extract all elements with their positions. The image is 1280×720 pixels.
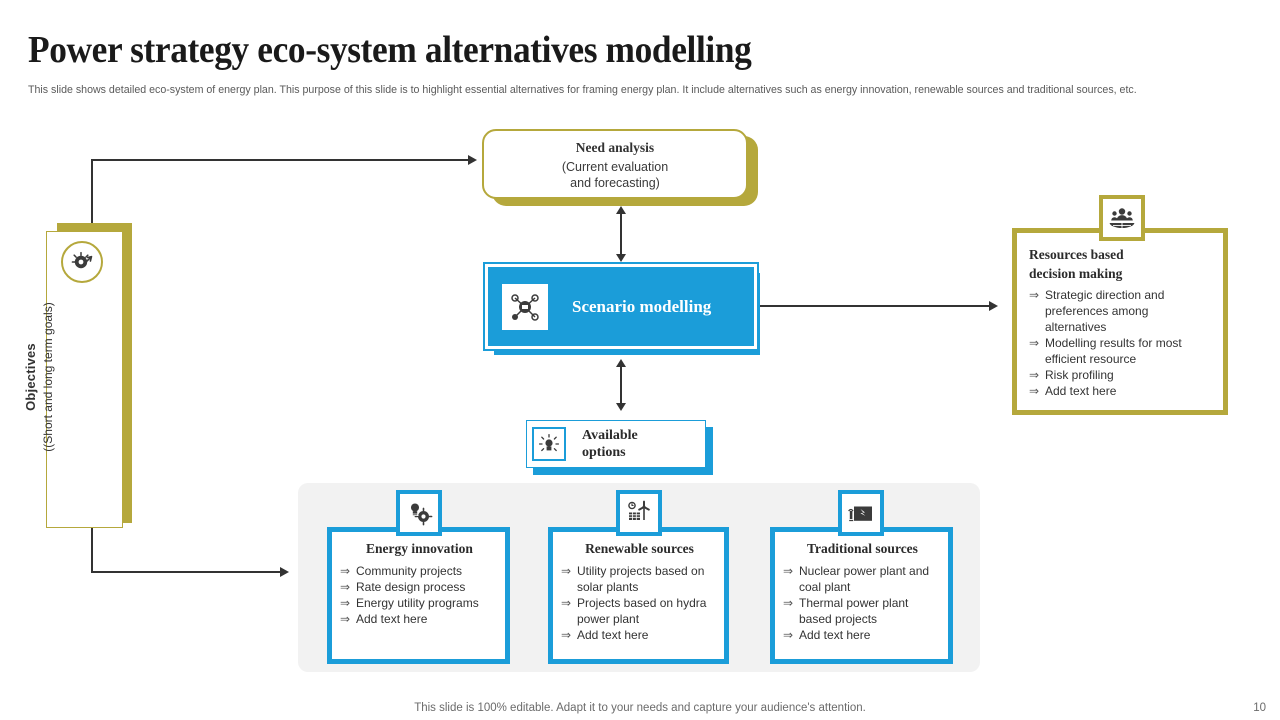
need-analysis-line1: (Current evaluation bbox=[561, 160, 669, 174]
available-options-label: Available options bbox=[582, 427, 638, 461]
card-bullet-list: ⇒ Nuclear power plant and coal plant ⇒ T… bbox=[783, 563, 942, 643]
bullet-arrow-icon: ⇒ bbox=[1029, 384, 1040, 398]
card-energy-innovation[interactable]: Energy innovation ⇒ Community projects ⇒… bbox=[327, 527, 510, 664]
list-item: ⇒ Nuclear power plant and coal plant bbox=[783, 563, 942, 595]
bullet-arrow-icon: ⇒ bbox=[340, 612, 351, 626]
people-globe-icon bbox=[1099, 195, 1145, 241]
list-item: ⇒ Utility projects based on solar plants bbox=[561, 563, 718, 595]
page-title: Power strategy eco-system alternatives m… bbox=[28, 29, 752, 71]
resources-bullet-text: Strategic direction and preferences amon… bbox=[1045, 288, 1165, 334]
objectives-subtitle: ((Short and long term goals) bbox=[41, 302, 55, 452]
card-renewable-sources[interactable]: Renewable sources ⇒ Utility projects bas… bbox=[548, 527, 729, 664]
need-analysis-box[interactable]: Need analysis (Current evaluation and fo… bbox=[482, 129, 748, 199]
connector-objectives-to-cards-vertical bbox=[91, 528, 93, 573]
resources-bullet-text: Add text here bbox=[1045, 384, 1117, 398]
card-title: Traditional sources bbox=[807, 541, 918, 556]
list-item: ⇒ Energy utility programs bbox=[340, 595, 499, 611]
list-item: ⇒ Add text here bbox=[1029, 383, 1213, 399]
list-item: ⇒ Rate design process bbox=[340, 579, 499, 595]
card-title: Energy innovation bbox=[366, 541, 473, 556]
list-item: ⇒ Strategic direction and preferences am… bbox=[1029, 287, 1213, 335]
arrowhead-up-scenario bbox=[616, 359, 626, 367]
card-traditional-sources[interactable]: Traditional sources ⇒ Nuclear power plan… bbox=[770, 527, 953, 664]
card-bullet-list: ⇒ Utility projects based on solar plants… bbox=[561, 563, 718, 643]
bullet-arrow-icon: ⇒ bbox=[340, 564, 351, 578]
bullet-arrow-icon: ⇒ bbox=[561, 596, 572, 610]
power-plant-icon bbox=[838, 490, 884, 536]
page-number: 10 bbox=[1253, 702, 1266, 714]
target-idea-icon bbox=[61, 241, 103, 283]
card-bullet-list: ⇒ Community projects ⇒ Rate design proce… bbox=[340, 563, 499, 627]
card-bullet-text: Nuclear power plant and coal plant bbox=[799, 564, 930, 594]
card-bullet-text: Add text here bbox=[356, 612, 428, 626]
list-item: ⇒ Modelling results for most efficient r… bbox=[1029, 335, 1213, 367]
card-bullet-text: Add text here bbox=[577, 628, 649, 642]
gear-bulb-icon bbox=[396, 490, 442, 536]
resources-decision-card[interactable]: Resources based decision making ⇒ Strate… bbox=[1012, 228, 1228, 415]
card-bullet-text: Utility projects based on solar plants bbox=[577, 564, 705, 594]
card-bullet-text: Projects based on hydra power plant bbox=[577, 596, 707, 626]
page-subtitle: This slide shows detailed eco-system of … bbox=[28, 84, 1137, 96]
need-analysis-title: Need analysis bbox=[575, 140, 655, 155]
connector-objectives-to-need-horizontal bbox=[91, 159, 469, 161]
lightbulb-idea-icon bbox=[532, 427, 566, 461]
bullet-arrow-icon: ⇒ bbox=[561, 628, 572, 642]
card-title: Renewable sources bbox=[585, 541, 694, 556]
resources-bullet-text: Risk profiling bbox=[1045, 368, 1114, 382]
wind-solar-icon bbox=[616, 490, 662, 536]
list-item: ⇒ Community projects bbox=[340, 563, 499, 579]
arrowhead-down-options bbox=[616, 403, 626, 411]
arrowhead-down-scenario bbox=[616, 254, 626, 262]
available-options-line1: Available bbox=[582, 428, 638, 443]
connector-objectives-to-need-vertical bbox=[91, 160, 93, 232]
resources-decision-title: Resources based decision making bbox=[1029, 245, 1213, 283]
card-bullet-text: Thermal power plant based projects bbox=[799, 596, 909, 626]
connector-need-scenario bbox=[620, 212, 622, 260]
list-item: ⇒ Risk profiling bbox=[1029, 367, 1213, 383]
scenario-modelling-box[interactable]: Scenario modelling bbox=[483, 262, 759, 351]
card-bullet-text: Energy utility programs bbox=[356, 596, 479, 610]
bullet-arrow-icon: ⇒ bbox=[783, 628, 794, 642]
list-item: ⇒ Thermal power plant based projects bbox=[783, 595, 942, 627]
list-item: ⇒ Projects based on hydra power plant bbox=[561, 595, 718, 627]
resources-bullet-text: Modelling results for most efficient res… bbox=[1045, 336, 1182, 366]
bullet-arrow-icon: ⇒ bbox=[561, 564, 572, 578]
arrowhead-need-analysis bbox=[468, 155, 477, 165]
connector-scenario-options bbox=[620, 365, 622, 409]
list-item: ⇒ Add text here bbox=[561, 627, 718, 643]
need-analysis-line2: and forecasting) bbox=[570, 176, 660, 190]
bullet-arrow-icon: ⇒ bbox=[340, 580, 351, 594]
arrowhead-up-need bbox=[616, 206, 626, 214]
network-nodes-icon bbox=[502, 283, 548, 330]
resources-title-line1: Resources based bbox=[1029, 247, 1124, 262]
objectives-text-block: Objectives ((Short and long term goals) bbox=[0, 272, 79, 482]
list-item: ⇒ Add text here bbox=[783, 627, 942, 643]
bullet-arrow-icon: ⇒ bbox=[1029, 336, 1040, 350]
available-options-box[interactable]: Available options bbox=[526, 420, 706, 468]
available-options-line2: options bbox=[582, 445, 626, 460]
card-bullet-text: Add text here bbox=[799, 628, 871, 642]
objectives-title: Objectives bbox=[23, 343, 38, 411]
bullet-arrow-icon: ⇒ bbox=[1029, 288, 1040, 302]
bullet-arrow-icon: ⇒ bbox=[783, 564, 794, 578]
arrowhead-cards-panel bbox=[280, 567, 289, 577]
scenario-modelling-label: Scenario modelling bbox=[572, 296, 712, 316]
arrowhead-resources bbox=[989, 301, 998, 311]
connector-objectives-to-cards-horizontal bbox=[91, 571, 281, 573]
resources-title-line2: decision making bbox=[1029, 266, 1123, 281]
bullet-arrow-icon: ⇒ bbox=[783, 596, 794, 610]
bullet-arrow-icon: ⇒ bbox=[1029, 368, 1040, 382]
footer-note: This slide is 100% editable. Adapt it to… bbox=[414, 702, 866, 714]
list-item: ⇒ Add text here bbox=[340, 611, 499, 627]
resources-bullet-list: ⇒ Strategic direction and preferences am… bbox=[1029, 287, 1213, 399]
card-bullet-text: Rate design process bbox=[356, 580, 466, 594]
card-bullet-text: Community projects bbox=[356, 564, 463, 578]
bullet-arrow-icon: ⇒ bbox=[340, 596, 351, 610]
connector-scenario-to-resources bbox=[760, 305, 990, 307]
